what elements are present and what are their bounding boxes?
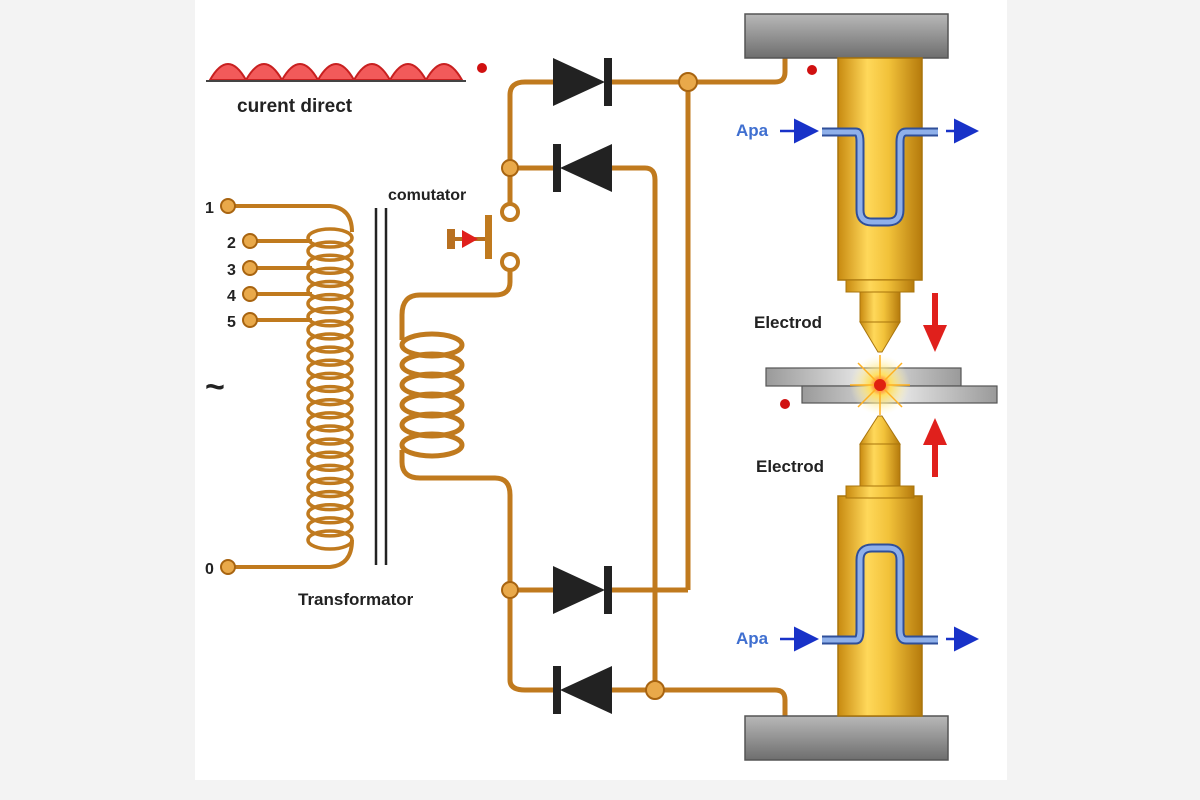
top-water-channel-inner: [822, 129, 938, 225]
water-in-top-label: Apa: [736, 121, 769, 140]
coil-turn: [306, 292, 354, 315]
polarity-dot-bottom: [780, 399, 790, 409]
coil-turn: [306, 397, 354, 420]
coil-turn: [306, 450, 354, 472]
coil-turn: [306, 411, 354, 433]
coil-turn: [399, 431, 465, 459]
coil-turn: [306, 266, 354, 289]
coil-turn: [306, 253, 354, 276]
coil-turn: [306, 240, 354, 262]
force-arrow-up: [923, 418, 947, 477]
coil-turn: [306, 227, 354, 249]
diode-3: [553, 566, 612, 614]
bridge-wiring: [507, 58, 788, 718]
coil-turn: [306, 332, 354, 354]
top-electrode-holder: [837, 57, 923, 281]
coil-turn: [306, 371, 354, 394]
coil-turn: [306, 319, 354, 341]
coil-turn: [306, 345, 354, 367]
secondary-winding: [399, 262, 513, 590]
coil-turn: [306, 516, 354, 538]
electrode-top-label: Electrod: [754, 313, 822, 332]
ac-symbol: ~: [205, 368, 225, 406]
switch[interactable]: [447, 202, 520, 272]
top-clamp: [744, 13, 949, 59]
tap-2-label: 2: [227, 235, 236, 252]
tap-0-label: 0: [205, 561, 214, 578]
coil-turn: [306, 476, 354, 499]
coil-turn: [306, 306, 354, 328]
tap-1-label: 1: [205, 200, 214, 217]
bottom-electrode-tip: [859, 443, 901, 487]
diode-2: [553, 144, 612, 192]
primary-winding: [228, 204, 354, 569]
junction-nodes: [501, 72, 698, 700]
water-in-bottom-label: Apa: [736, 629, 769, 648]
bottom-electrode-holder: [837, 495, 923, 717]
coil-turn: [306, 502, 354, 525]
coil-turn: [306, 529, 354, 551]
bottom-electrode-collar: [845, 485, 915, 499]
coil-turn: [306, 463, 354, 486]
tap-3-label: 3: [227, 262, 236, 279]
bottom-clamp: [744, 715, 949, 761]
top-electrode-tip: [859, 291, 901, 323]
diode-4: [553, 666, 612, 714]
top-electrode-collar: [845, 279, 915, 293]
coil-turn: [306, 437, 354, 459]
transformer-label: Transformator: [298, 590, 414, 609]
tap-5-label: 5: [227, 314, 236, 331]
top-electrode-point: [859, 321, 901, 353]
force-arrow-down: [923, 293, 947, 352]
coil-turn: [306, 384, 354, 407]
transformer-core: [374, 208, 388, 565]
bottom-electrode-point: [859, 415, 901, 445]
coil-turn: [306, 279, 354, 302]
coil-turn: [306, 489, 354, 512]
switch-label: comutator: [388, 187, 466, 204]
tap-4-label: 4: [227, 288, 236, 305]
dc-waveform: [206, 63, 487, 83]
coil-turn: [306, 424, 354, 446]
bottom-water-channel-inner: [822, 545, 938, 643]
dc-label: curent direct: [237, 96, 353, 117]
electrode-bottom-label: Electrod: [756, 457, 824, 476]
coil-turn: [306, 358, 354, 381]
polarity-dot-top: [807, 65, 817, 75]
diode-1: [553, 58, 612, 106]
weld-spark: [850, 355, 910, 415]
tap-terminals[interactable]: [220, 198, 258, 575]
